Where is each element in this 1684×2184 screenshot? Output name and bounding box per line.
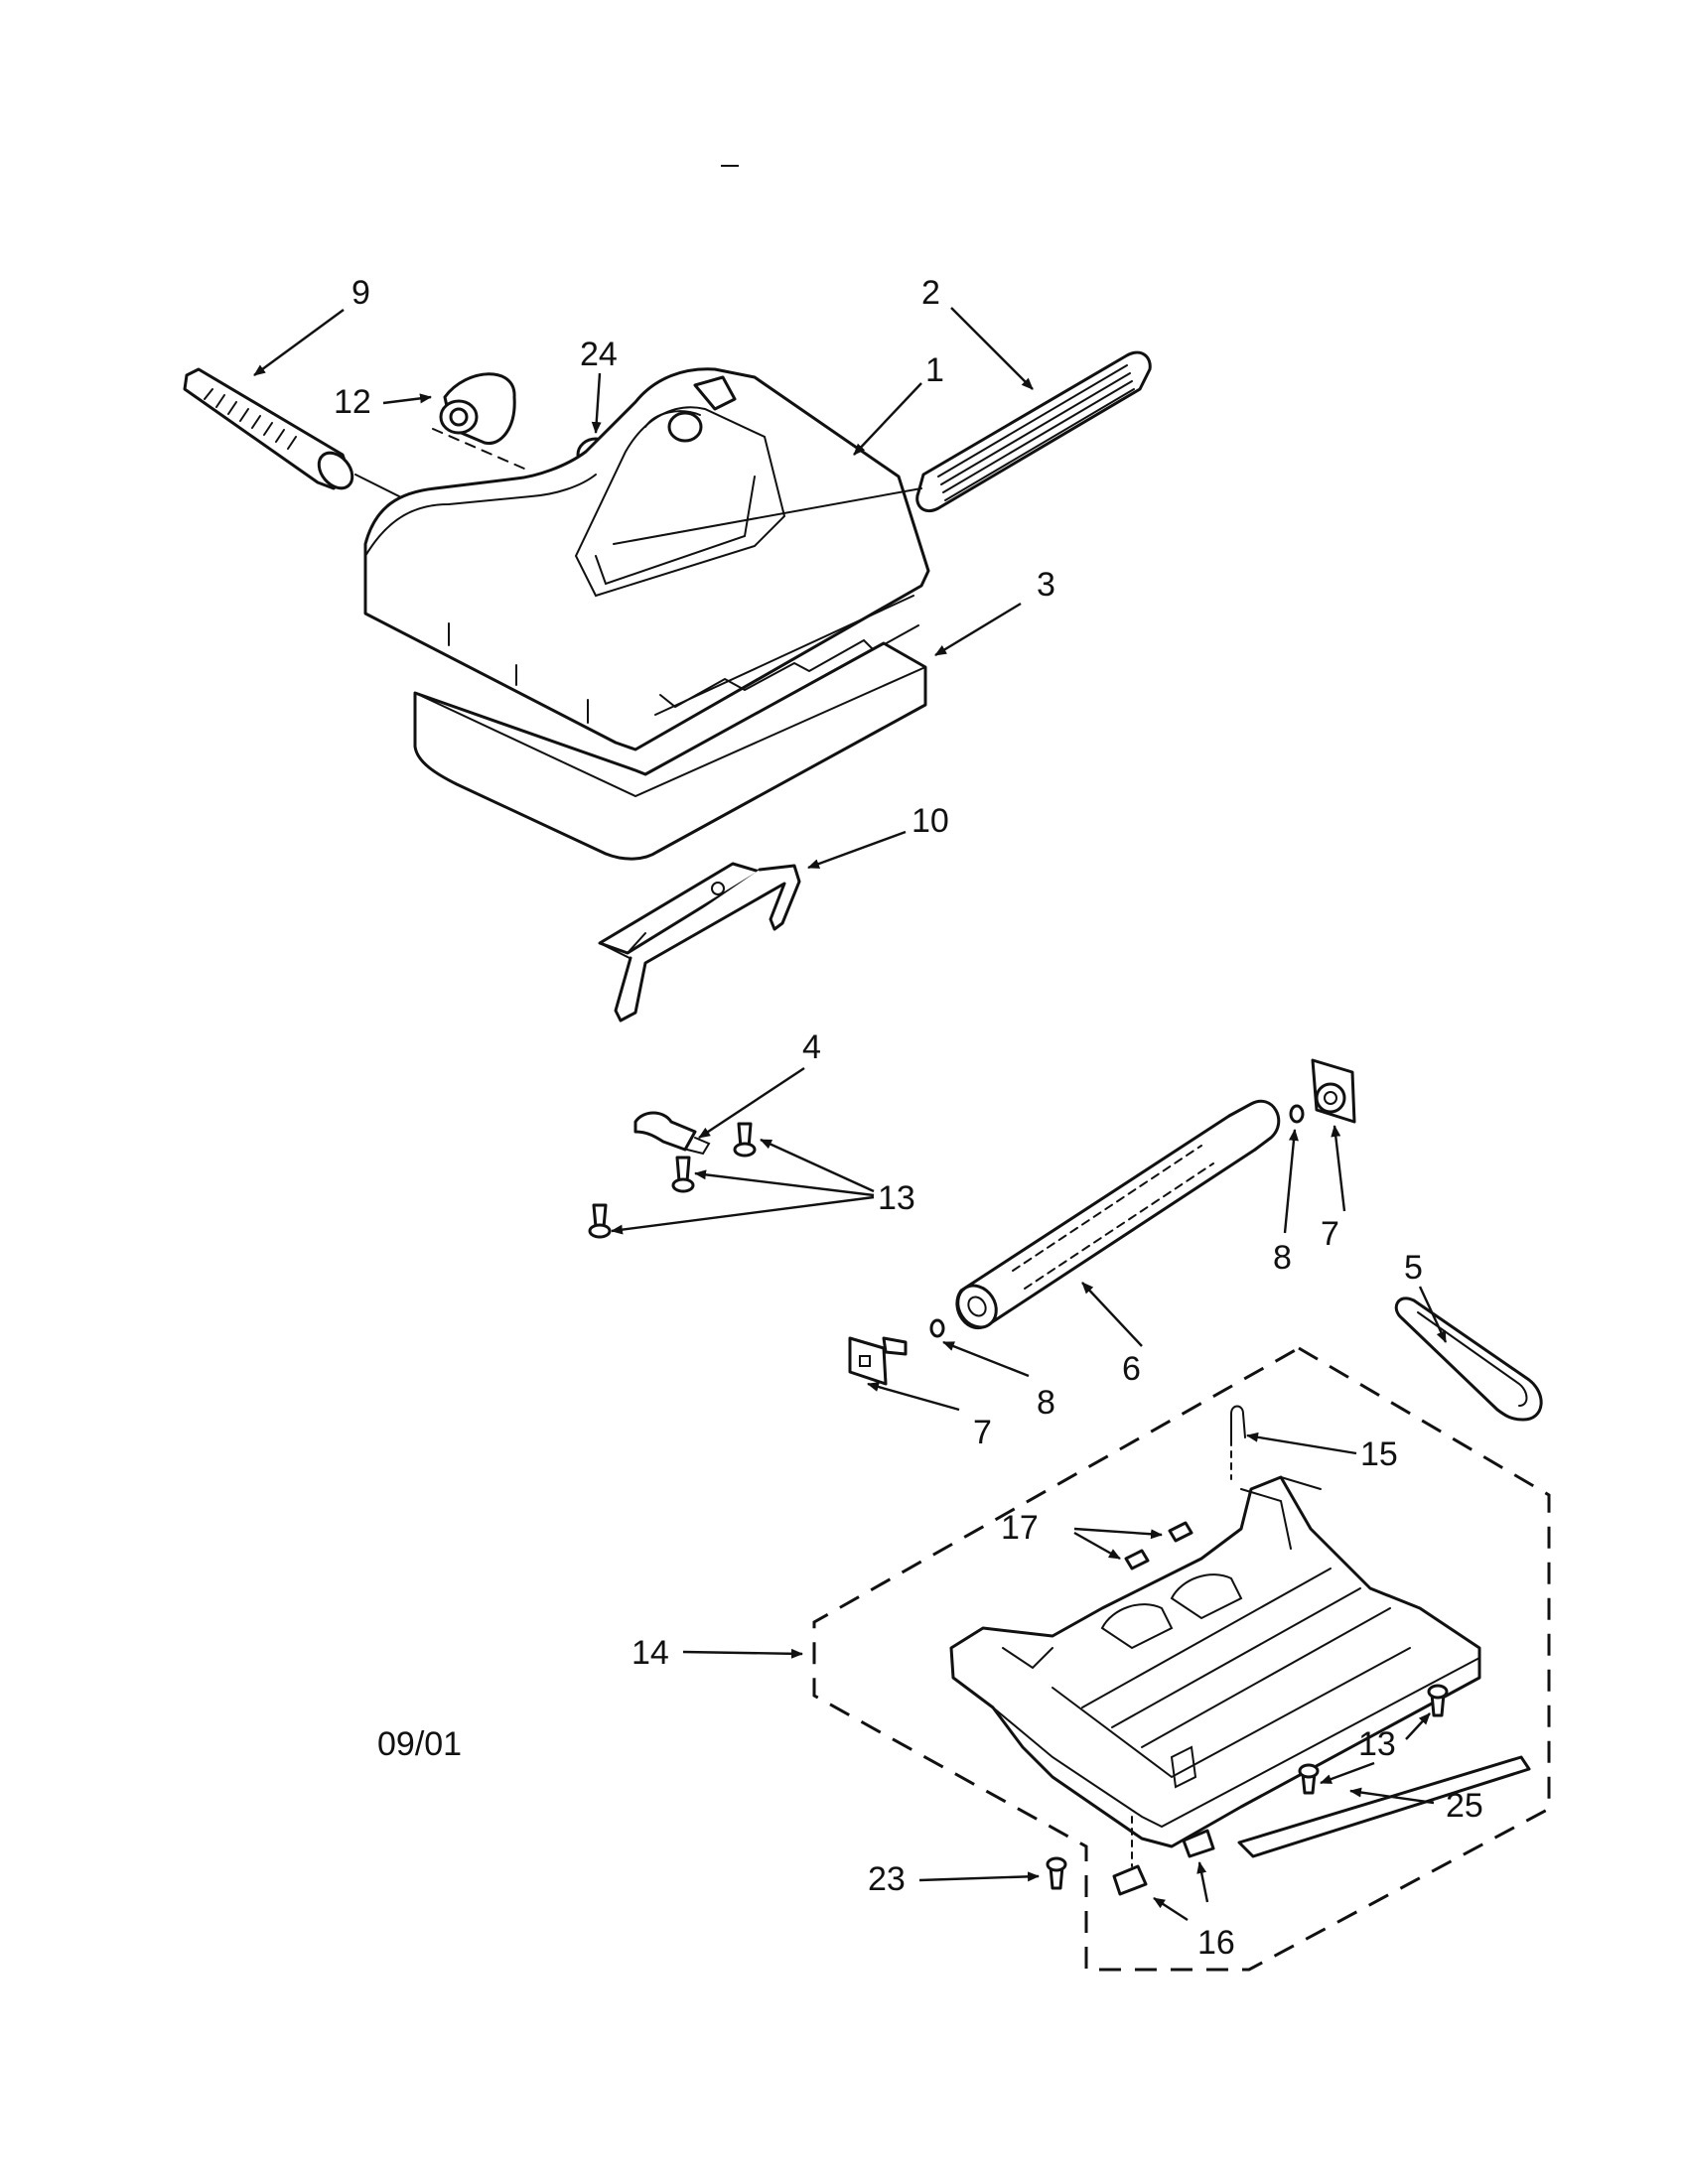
part-9-cord-strain-relief [183,367,408,501]
callout-25: 25 [1446,1787,1483,1825]
callout-5: 5 [1404,1249,1423,1287]
part-1-hood [363,367,930,751]
callout-23: 23 [868,1860,906,1898]
part-4-clip [633,1111,711,1156]
callout-6: 6 [1122,1350,1141,1388]
callout-14: 14 [632,1634,669,1672]
part-5-belt [1394,1297,1543,1422]
callout-10: 10 [912,802,949,840]
part-17-clips [1124,1521,1193,1570]
callout-8-right: 8 [1273,1239,1292,1277]
part-7-endcap-right [1311,1058,1356,1124]
part-16-feet [1112,1816,1215,1896]
callout-13-upper: 13 [878,1179,915,1217]
callout-17: 17 [1001,1509,1039,1547]
leader-lines [253,307,1448,1922]
callout-12: 12 [334,383,371,421]
callout-7-left: 7 [973,1414,992,1451]
part-13-screws-upper [588,1122,757,1239]
part-8-washer-left [929,1318,945,1338]
callout-2: 2 [921,274,940,312]
part-10-bracket [598,862,801,1023]
callout-3: 3 [1037,566,1055,604]
part-8-washer-right [1289,1104,1305,1124]
callout-16: 16 [1197,1924,1235,1962]
callout-7-right: 7 [1321,1215,1339,1253]
part-2-bumper-strip [613,350,1152,545]
callout-13-lower: 13 [1358,1725,1396,1763]
part-23-screw [1046,1856,1067,1890]
part-7-endcap-left [848,1336,908,1386]
part-14-assembly-outline [812,1346,1551,1972]
callout-9: 9 [351,274,370,312]
part-14-base-housing [949,1475,1481,1848]
part-12-bushing [432,372,525,470]
part-13-screws-lower [1298,1684,1449,1795]
callout-1: 1 [925,351,944,389]
part-25-strip [1237,1755,1531,1858]
part-15-spring-clip [1230,1405,1246,1480]
callout-labels: 9 12 24 2 1 3 10 4 13 8 7 5 6 8 7 15 17 … [334,274,1483,1962]
callout-8-left: 8 [1037,1384,1055,1422]
part-3-baseplate [413,641,927,861]
callout-24: 24 [580,336,618,373]
date-code: 09/01 [377,1725,462,1763]
callout-4: 4 [802,1028,821,1066]
callout-15: 15 [1360,1435,1398,1473]
part-6-brushroll [955,1099,1281,1330]
